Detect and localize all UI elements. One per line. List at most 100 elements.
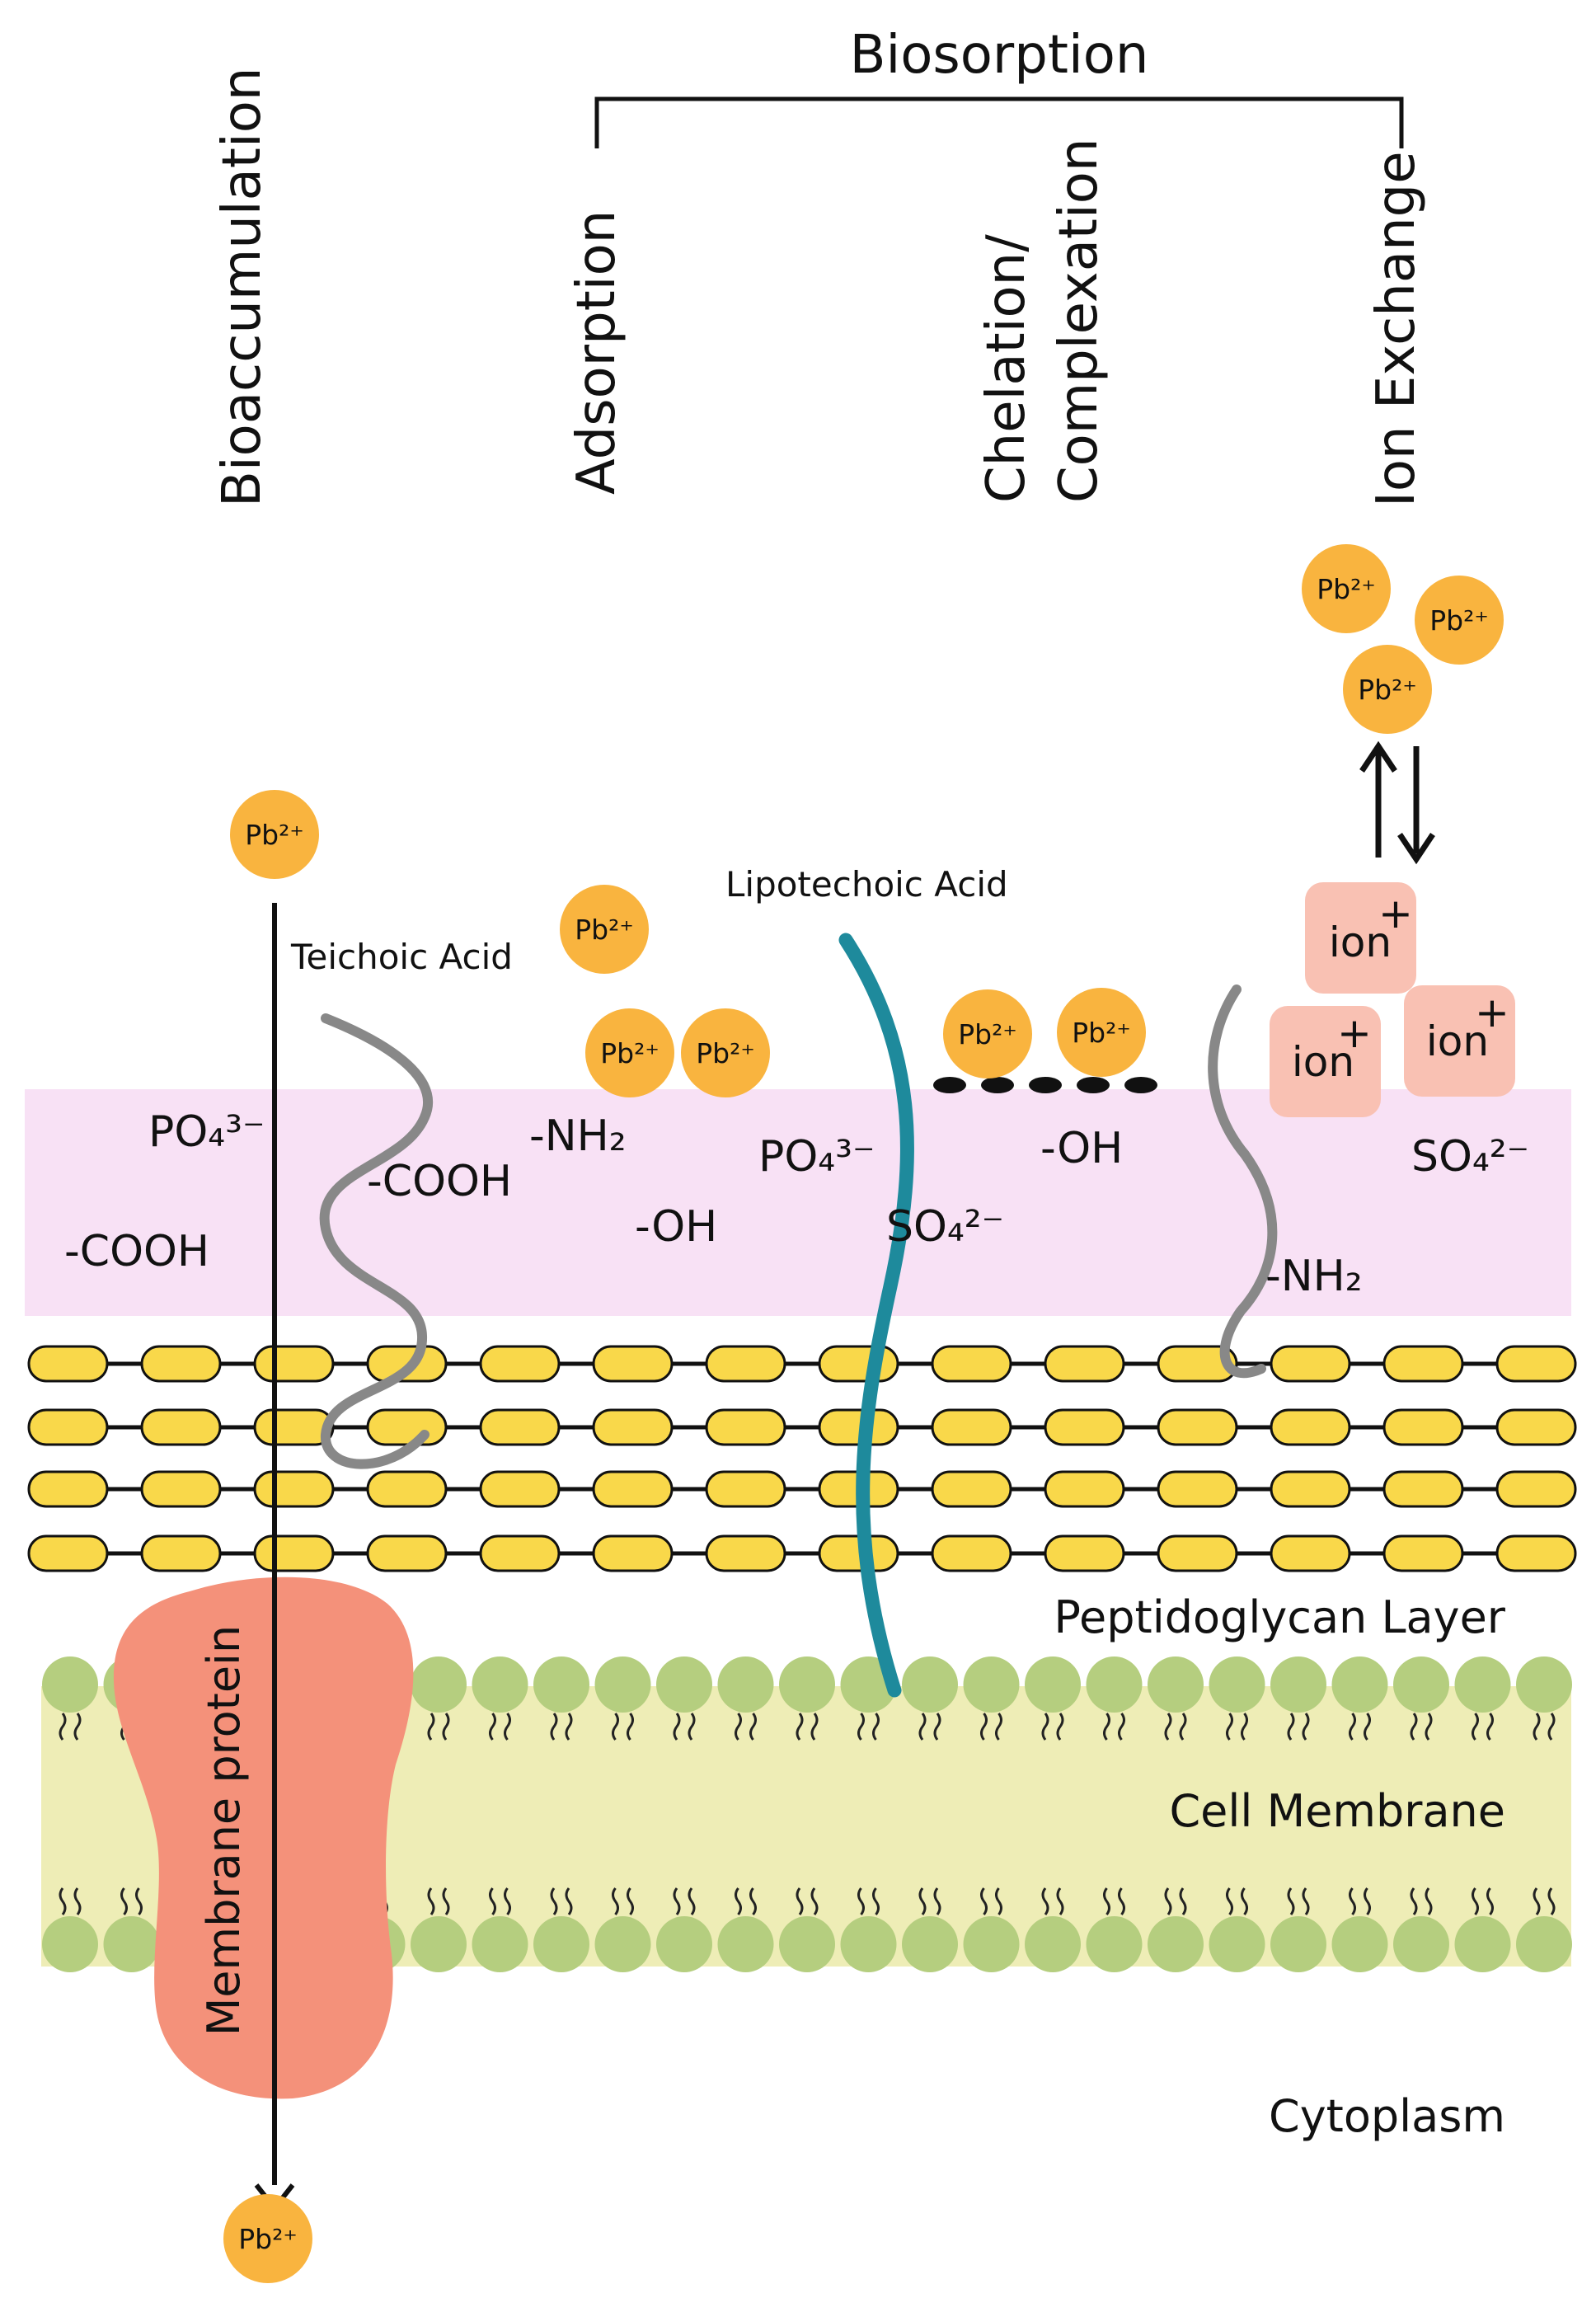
peptidoglycan-unit	[1382, 1470, 1464, 1508]
lipid-tail	[1302, 1713, 1310, 1741]
peptidoglycan-unit	[1270, 1534, 1351, 1572]
lipid-tail	[1164, 1887, 1172, 1915]
lipid-tail	[1472, 1713, 1479, 1741]
lipid-tail	[504, 1887, 511, 1915]
lipid-tail	[1056, 1713, 1064, 1741]
lipid-tail	[1486, 1887, 1494, 1915]
phospholipid-head	[103, 1916, 160, 1972]
ion-exchange-strand	[1208, 984, 1278, 1379]
lipid-tail	[918, 1887, 927, 1915]
phospholipid-head	[594, 1656, 651, 1713]
phospholipid-head	[1270, 1916, 1326, 1972]
peptidoglycan-unit	[479, 1345, 561, 1383]
peptidoglycan-unit	[366, 1470, 448, 1508]
lipid-tail	[1547, 1713, 1556, 1741]
peptidoglycan-unit	[253, 1345, 335, 1383]
peptidoglycan-unit	[1044, 1470, 1125, 1508]
peptidoglycan-unit	[1495, 1408, 1577, 1446]
lead-ion-label: Pb²⁺	[600, 1037, 660, 1069]
po4-group-label: PO₄³⁻	[758, 1132, 875, 1182]
phospholipid-head	[42, 1656, 98, 1713]
lipid-tail	[1041, 1887, 1049, 1915]
lipid-tail	[673, 1887, 681, 1915]
lipid-tail	[550, 1887, 558, 1915]
lipid-tail	[1226, 1713, 1233, 1741]
biosorption-title: Biosorption	[850, 25, 1149, 86]
phospholipid-head	[1516, 1916, 1572, 1972]
peptidoglycan-unit	[592, 1408, 674, 1446]
peptidoglycan-unit	[479, 1534, 561, 1572]
lipid-tail	[995, 1713, 1002, 1741]
lipid-tail	[857, 1713, 865, 1741]
lead-ion-label: Pb²⁺	[1358, 674, 1417, 706]
exchange-ion-label: ion	[1292, 1038, 1354, 1086]
phospholipid-head	[1454, 1916, 1511, 1972]
lead-ion-label: Pb²⁺	[238, 2223, 298, 2255]
lipid-tail	[1241, 1887, 1248, 1915]
lipid-tail	[612, 1713, 619, 1741]
peptidoglycan-unit	[1495, 1470, 1577, 1508]
lead-ion-circle	[1057, 988, 1146, 1077]
peptidoglycan-unit	[592, 1534, 674, 1572]
lipid-tail	[1425, 1713, 1433, 1741]
exchange-ion-box	[1270, 1006, 1381, 1117]
lipid-tail	[735, 1887, 742, 1915]
peptidoglycan-unit	[140, 1408, 222, 1446]
lipid-tail	[1179, 1887, 1187, 1915]
exchange-ion-box	[1305, 882, 1416, 994]
lipid-tail	[872, 1713, 880, 1741]
lead-ion: Pb²⁺	[1415, 576, 1504, 665]
chelation-header-line2: Complexation	[1049, 138, 1110, 503]
nh2-group-label: -NH₂	[1265, 1252, 1363, 1301]
lipid-tail	[1056, 1887, 1064, 1915]
peptidoglycan-unit	[140, 1470, 222, 1508]
lead-ion-label: Pb²⁺	[245, 819, 304, 851]
adsorption-header: Adsorption	[566, 210, 627, 495]
lipid-tail	[1241, 1713, 1248, 1741]
exchange-ion-label: ion	[1426, 1017, 1489, 1065]
cell-membrane-label: Cell Membrane	[1169, 1785, 1505, 1837]
lipid-tail	[1349, 1887, 1356, 1915]
peptidoglycan-unit	[705, 1534, 786, 1572]
lipid-tail	[1486, 1713, 1494, 1741]
lipid-tail	[427, 1887, 435, 1915]
phospholipid-head	[594, 1916, 651, 1972]
phospholipid-head	[717, 1916, 774, 1972]
lipid-tail	[735, 1713, 742, 1741]
phospholipid-head	[902, 1656, 958, 1713]
lipid-tail	[796, 1713, 804, 1741]
lipid-tail	[565, 1713, 573, 1741]
lipid-tail	[1472, 1887, 1479, 1915]
biosorption-bracket	[594, 96, 1404, 148]
peptidoglycan-layer-label: Peptidoglycan Layer	[1054, 1591, 1505, 1643]
lipid-tail	[918, 1713, 927, 1741]
lipid-tail	[1287, 1887, 1295, 1915]
phospholipid-head	[1209, 1916, 1265, 1972]
phospholipid-head	[533, 1916, 589, 1972]
phospholipid-head	[656, 1656, 712, 1713]
lead-ion: Pb²⁺	[1057, 988, 1146, 1077]
lipid-tail	[810, 1713, 819, 1741]
plus-sign: +	[1378, 890, 1413, 937]
peptidoglycan-unit	[1495, 1534, 1577, 1572]
lipid-tail	[872, 1887, 880, 1915]
phospholipid-head	[1393, 1916, 1449, 1972]
phospholipid-head	[472, 1916, 528, 1972]
peptidoglycan-unit	[27, 1345, 109, 1383]
phospholipid-head	[1025, 1916, 1081, 1972]
cytoplasm-label: Cytoplasm	[1269, 2090, 1505, 2142]
cooh-group-label: -COOH	[367, 1157, 512, 1206]
peptidoglycan-unit	[479, 1470, 561, 1508]
chelation-binding-sites	[933, 1077, 1157, 1093]
lipid-tail	[995, 1887, 1002, 1915]
down-arrowhead	[1397, 833, 1435, 865]
lipid-tail	[135, 1887, 143, 1915]
lead-ion-circle	[1415, 576, 1504, 665]
lipid-tail	[1410, 1887, 1418, 1915]
lead-ion-circle	[1302, 544, 1391, 633]
lead-ion: Pb²⁺	[1343, 645, 1432, 734]
chelation-dot	[1029, 1077, 1062, 1093]
phospholipid-head	[1393, 1656, 1449, 1713]
phospholipid-head	[902, 1916, 958, 1972]
